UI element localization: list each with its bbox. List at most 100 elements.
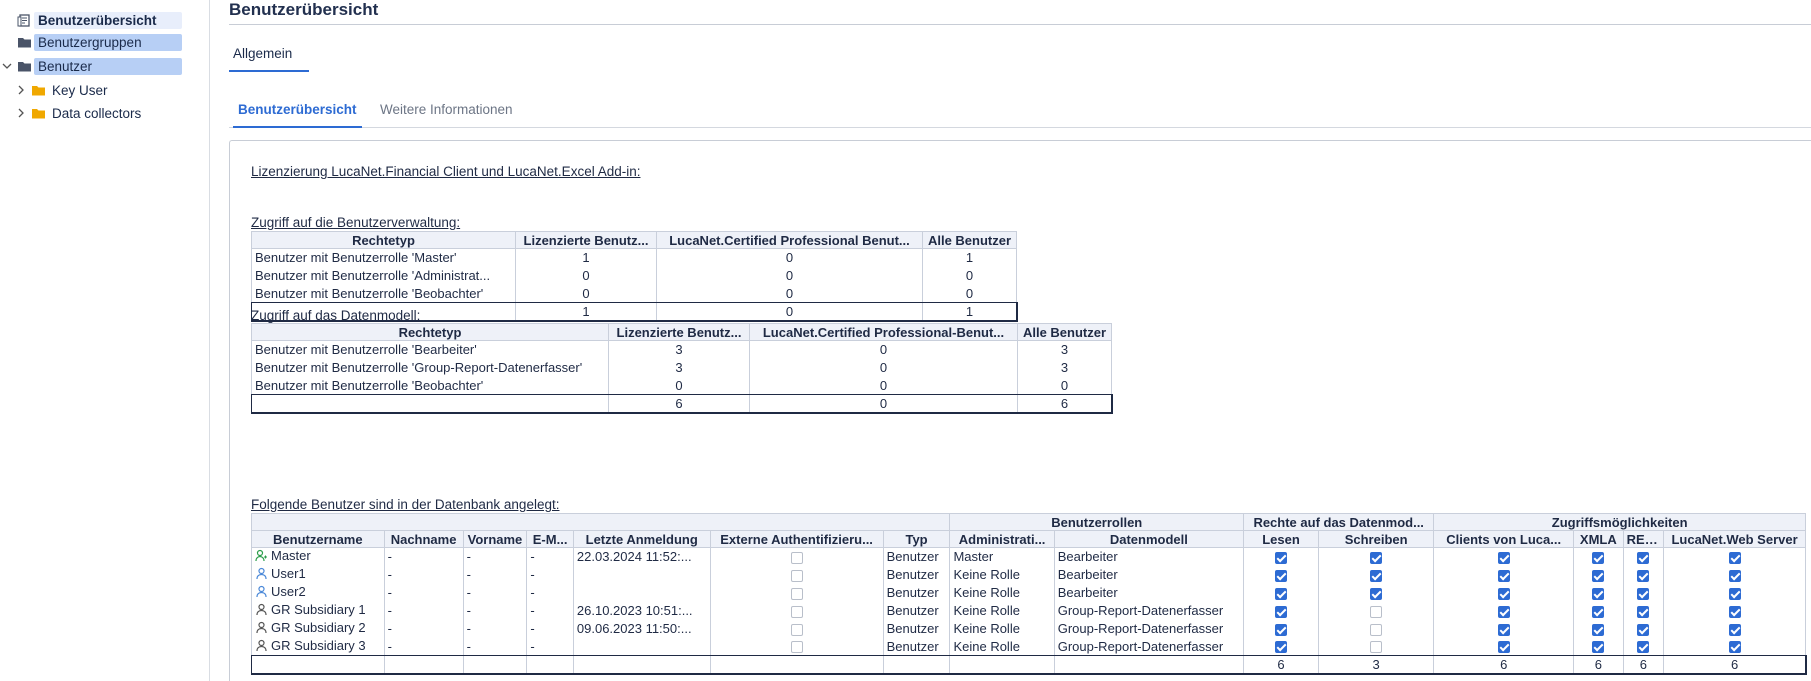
chevron-right-icon[interactable] <box>14 108 28 118</box>
external-auth-checkbox[interactable] <box>790 587 803 600</box>
table-cell <box>1663 601 1806 620</box>
column-header[interactable]: LucaNet.Web Server <box>1663 530 1806 548</box>
admin-access-table: Rechtetyp Lizenzierte Benutz... LucaNet.… <box>250 231 1018 322</box>
column-header[interactable]: Datenmodell <box>1053 530 1245 548</box>
subtab-bar: Benutzerübersicht Weitere Informationen <box>229 98 1811 128</box>
column-header[interactable]: Vorname <box>462 530 528 548</box>
webserver-checkbox[interactable] <box>1728 641 1741 654</box>
write-checkbox[interactable] <box>1370 551 1383 564</box>
rest-checkbox[interactable] <box>1637 569 1650 582</box>
webserver-checkbox[interactable] <box>1728 623 1741 636</box>
column-header[interactable]: Administrati... <box>949 530 1055 548</box>
rest-checkbox[interactable] <box>1637 623 1650 636</box>
table-cell: 0 <box>922 284 1017 303</box>
table-cell <box>251 655 385 674</box>
column-header[interactable]: XMLA <box>1573 530 1624 548</box>
table-cell <box>1622 637 1665 656</box>
main-panel: Benutzerübersicht Allgemein Benutzerüber… <box>211 0 1811 681</box>
tab-allgemein[interactable]: Allgemein <box>229 40 309 72</box>
write-checkbox[interactable] <box>1370 605 1383 618</box>
column-header[interactable]: REST <box>1622 530 1665 548</box>
clients-checkbox[interactable] <box>1497 569 1510 582</box>
write-checkbox[interactable] <box>1370 623 1383 636</box>
column-header: LucaNet.Certified Professional Benut... <box>656 231 923 249</box>
read-checkbox[interactable] <box>1274 605 1287 618</box>
table-cell: Keine Rolle <box>949 583 1055 602</box>
subtab-weitere-informationen[interactable]: Weitere Informationen <box>380 102 513 117</box>
table-row: Benutzer mit Benutzerrolle 'Beobachter' … <box>251 284 1017 303</box>
column-header[interactable]: Letzte Anmeldung <box>572 530 711 548</box>
table-cell <box>1663 637 1806 656</box>
tree-item-data-collectors[interactable]: Data collectors <box>14 103 145 123</box>
rest-checkbox[interactable] <box>1637 551 1650 564</box>
external-auth-checkbox[interactable] <box>790 605 803 618</box>
external-auth-checkbox[interactable] <box>790 641 803 654</box>
username-cell: Master <box>251 547 385 566</box>
read-checkbox[interactable] <box>1274 551 1287 564</box>
external-auth-checkbox[interactable] <box>790 551 803 564</box>
clients-checkbox[interactable] <box>1497 623 1510 636</box>
table-cell <box>1622 583 1665 602</box>
column-header[interactable]: Externe Authentifizieru... <box>709 530 884 548</box>
table-cell <box>572 565 711 584</box>
tree-item-benutzergruppen[interactable]: Benutzergruppen <box>0 32 182 52</box>
read-checkbox[interactable] <box>1274 587 1287 600</box>
column-header[interactable]: Typ <box>882 530 951 548</box>
read-checkbox[interactable] <box>1274 641 1287 654</box>
column-header[interactable]: Clients von Luca... <box>1433 530 1575 548</box>
column-header[interactable]: Nachname <box>383 530 464 548</box>
table-row[interactable]: GR Subsidiary 1---26.10.2023 10:51:...Be… <box>251 601 1806 620</box>
external-auth-checkbox[interactable] <box>790 569 803 582</box>
write-checkbox[interactable] <box>1370 587 1383 600</box>
xmla-checkbox[interactable] <box>1592 605 1605 618</box>
total-row: 1 0 1 <box>250 301 1018 322</box>
xmla-checkbox[interactable] <box>1592 641 1605 654</box>
username: Master <box>271 548 311 564</box>
rest-checkbox[interactable] <box>1637 587 1650 600</box>
table-cell <box>1663 583 1806 602</box>
external-auth-checkbox[interactable] <box>790 623 803 636</box>
clients-checkbox[interactable] <box>1497 605 1510 618</box>
clients-checkbox[interactable] <box>1497 551 1510 564</box>
table-cell: Keine Rolle <box>949 565 1055 584</box>
chevron-down-icon[interactable] <box>0 61 14 71</box>
xmla-checkbox[interactable] <box>1592 569 1605 582</box>
collector-user-icon <box>255 639 269 655</box>
xmla-checkbox[interactable] <box>1592 551 1605 564</box>
read-checkbox[interactable] <box>1274 569 1287 582</box>
tree-item-key-user[interactable]: Key User <box>14 80 112 100</box>
table-cell <box>1243 637 1319 656</box>
webserver-checkbox[interactable] <box>1728 587 1741 600</box>
rest-checkbox[interactable] <box>1637 605 1650 618</box>
chevron-right-icon[interactable] <box>14 85 28 95</box>
username: GR Subsidiary 2 <box>271 620 366 636</box>
table-row: Benutzer mit Benutzerrolle 'Administrat.… <box>251 266 1017 285</box>
column-header[interactable]: Schreiben <box>1317 530 1435 548</box>
read-checkbox[interactable] <box>1274 623 1287 636</box>
webserver-checkbox[interactable] <box>1728 569 1741 582</box>
rest-checkbox[interactable] <box>1637 641 1650 654</box>
table-cell: Benutzer mit Benutzerrolle 'Administrat.… <box>251 266 516 285</box>
tree-item-benutzer[interactable]: Benutzer <box>0 56 182 76</box>
webserver-checkbox[interactable] <box>1728 551 1741 564</box>
username-cell: GR Subsidiary 1 <box>251 601 385 620</box>
column-header[interactable]: E-M... <box>526 530 574 548</box>
subtab-benutzeruebersicht[interactable]: Benutzerübersicht <box>233 102 362 128</box>
webserver-checkbox[interactable] <box>1728 605 1741 618</box>
clients-checkbox[interactable] <box>1497 587 1510 600</box>
table-row[interactable]: GR Subsidiary 2---09.06.2023 11:50:...Be… <box>251 619 1806 638</box>
xmla-checkbox[interactable] <box>1592 587 1605 600</box>
column-header[interactable]: Benutzername <box>251 530 385 548</box>
write-checkbox[interactable] <box>1370 569 1383 582</box>
xmla-checkbox[interactable] <box>1592 623 1605 636</box>
tree-item-benutzeruebersicht[interactable]: Benutzerübersicht <box>0 10 182 30</box>
licensing-title: Lizenzierung LucaNet.Financial Client un… <box>251 164 641 179</box>
column-header[interactable]: Lesen <box>1243 530 1319 548</box>
clients-checkbox[interactable] <box>1497 641 1510 654</box>
table-cell <box>1573 619 1624 638</box>
write-checkbox[interactable] <box>1370 641 1383 654</box>
